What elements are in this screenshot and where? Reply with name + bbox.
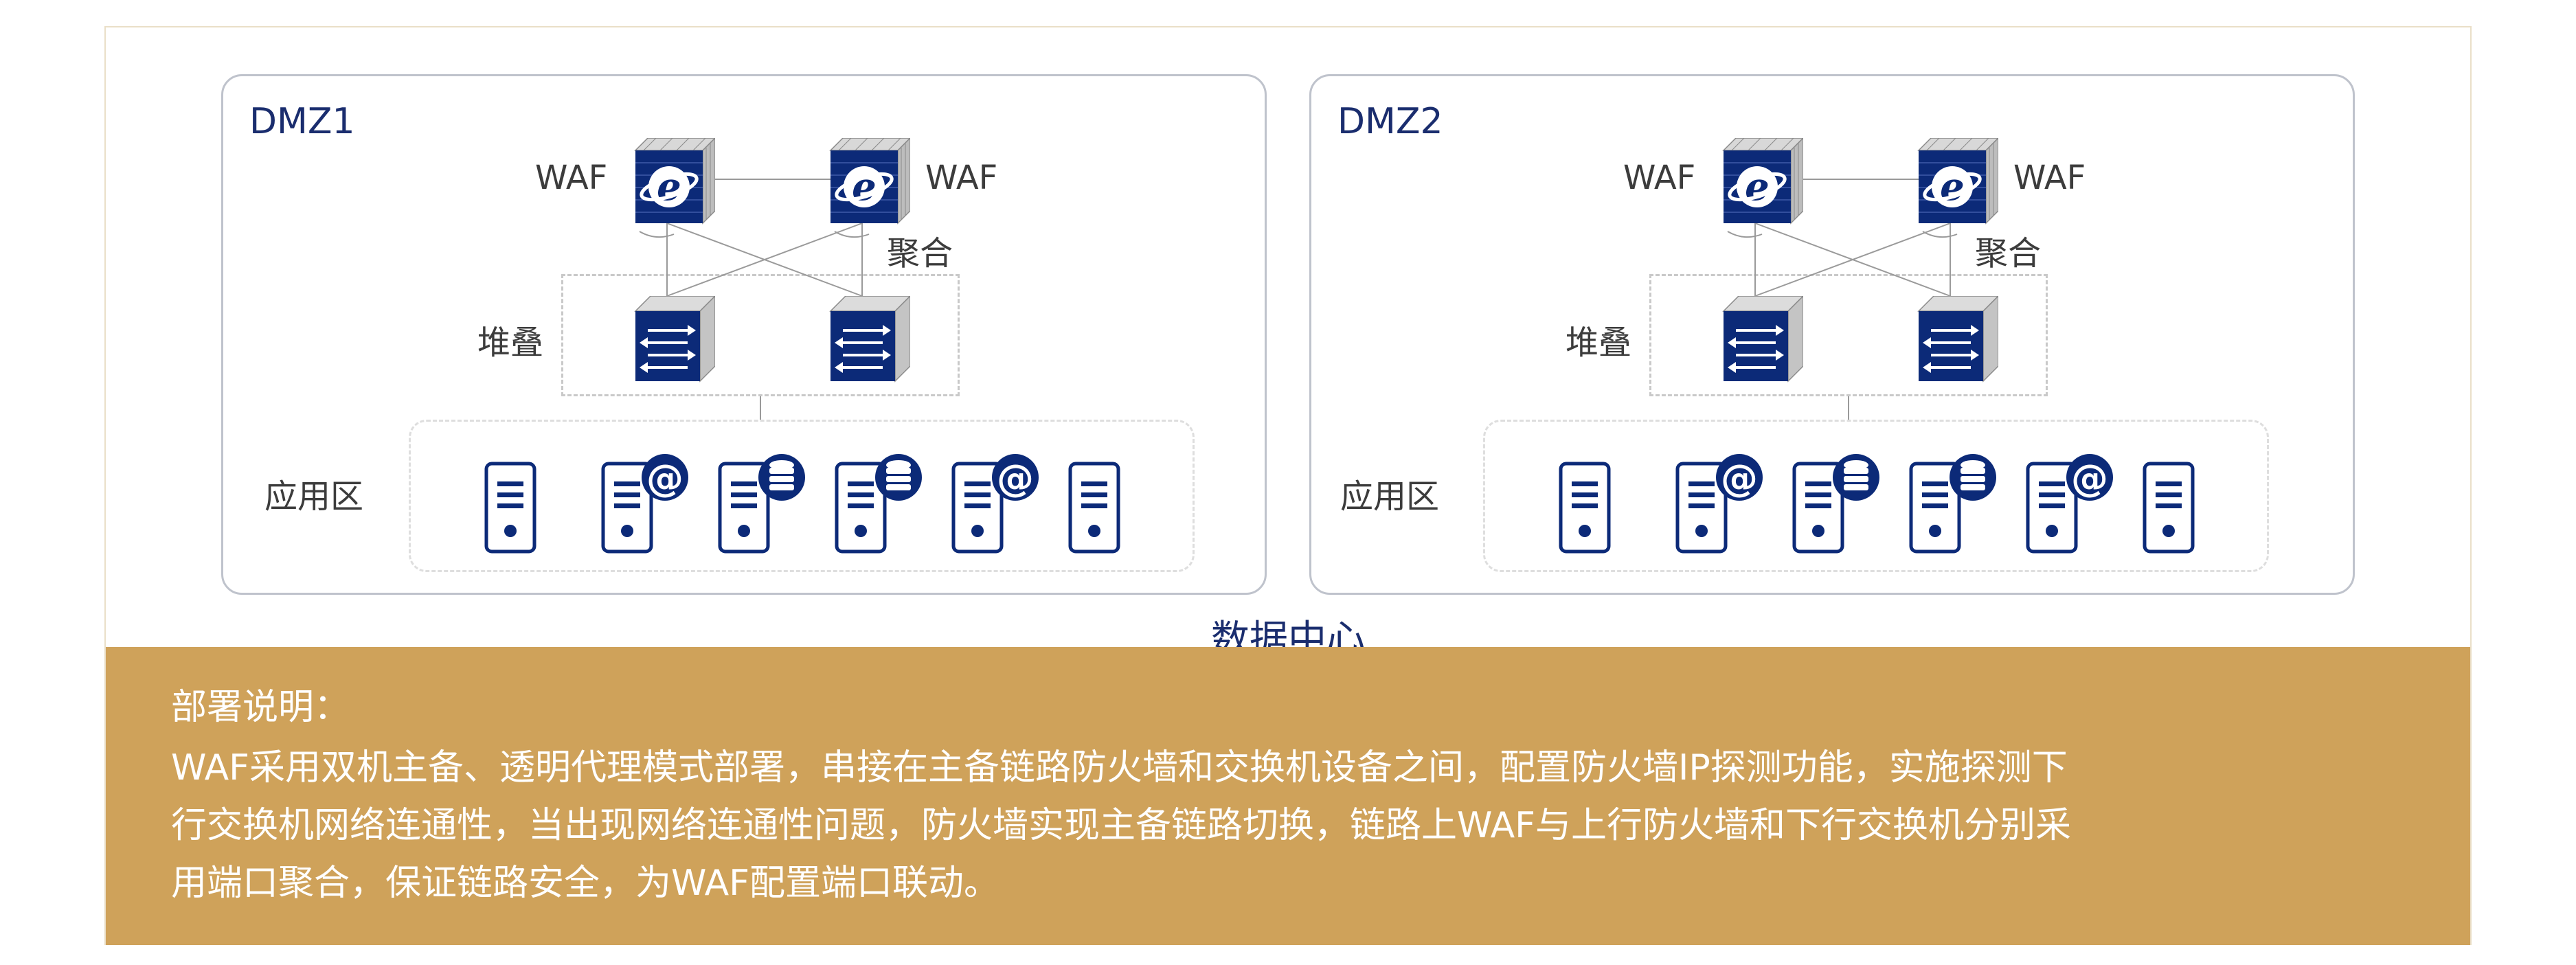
- app-zone-box: [1483, 420, 2269, 572]
- server-icon: [1789, 453, 1885, 558]
- aggregate-arc: [639, 231, 675, 238]
- server-icon: [481, 453, 577, 558]
- waf-firewall-icon: e: [824, 137, 912, 227]
- description-line: 用端口聚合，保证链路安全，为WAF配置端口联动。: [171, 863, 1000, 904]
- waf-left-label: WAF: [535, 159, 608, 197]
- description-title: 部署说明：: [171, 687, 350, 728]
- svg-text:@: @: [997, 457, 1034, 500]
- app-zone-label: 应用区: [1340, 477, 1440, 516]
- diagram-frame: DMZ1 WAF WAF 聚合 堆叠 应用区: [104, 26, 2472, 945]
- switch-icon: [1912, 295, 2000, 385]
- description-body: WAF采用双机主备、透明代理模式部署，串接在主备链路防火墙和交换机设备之间，配置…: [171, 739, 2408, 912]
- link-waf2-sw1: [1754, 223, 1951, 297]
- aggregate-label: 聚合: [887, 234, 953, 273]
- app-zone-box: [409, 420, 1195, 572]
- server-icon: [2139, 453, 2235, 558]
- link-lines: [639, 179, 870, 420]
- description-line: 行交换机网络连通性，当出现网络连通性问题，防火墙实现主备链路切换，链路上WAF与…: [171, 805, 2072, 846]
- waf-firewall-icon: e: [1912, 137, 2000, 227]
- waf-firewall-icon: e: [629, 137, 716, 227]
- stack-label: 堆叠: [1566, 323, 1632, 362]
- svg-text:e: e: [852, 164, 877, 209]
- link-lines: [1727, 179, 1958, 420]
- switch-icon: [629, 295, 716, 385]
- dmz-zone-1: DMZ1 WAF WAF 聚合 堆叠 应用区: [221, 74, 1267, 595]
- switch-icon: [1717, 295, 1805, 385]
- waf-firewall-icon: e: [1717, 137, 1805, 227]
- server-icon: @: [1672, 453, 1768, 558]
- aggregate-arc: [834, 231, 870, 238]
- server-icon: [1065, 453, 1161, 558]
- server-icon: @: [598, 453, 694, 558]
- aggregate-arc: [1727, 231, 1763, 238]
- svg-text:@: @: [646, 457, 683, 500]
- server-icon: [714, 453, 811, 558]
- svg-text:e: e: [1745, 164, 1770, 209]
- app-zone-label: 应用区: [264, 477, 364, 516]
- svg-text:@: @: [1721, 457, 1758, 500]
- server-icon: @: [948, 453, 1044, 558]
- stack-label: 堆叠: [477, 323, 544, 362]
- aggregate-label: 聚合: [1975, 234, 2042, 273]
- server-icon: [1906, 453, 2002, 558]
- waf-right-label: WAF: [2013, 159, 2086, 197]
- svg-text:@: @: [2071, 457, 2108, 500]
- zone-title: DMZ2: [1337, 101, 1443, 142]
- server-icon: @: [2022, 453, 2119, 558]
- switch-stack-box: [561, 274, 960, 396]
- waf-right-label: WAF: [925, 159, 998, 197]
- server-icon: [1555, 453, 1651, 558]
- svg-text:e: e: [1940, 164, 1965, 209]
- waf-left-label: WAF: [1623, 159, 1696, 197]
- description-panel: 部署说明： WAF采用双机主备、透明代理模式部署，串接在主备链路防火墙和交换机设…: [106, 647, 2470, 945]
- switch-icon: [824, 295, 912, 385]
- description-line: WAF采用双机主备、透明代理模式部署，串接在主备链路防火墙和交换机设备之间，配置…: [171, 747, 2068, 788]
- aggregate-arc: [1922, 231, 1958, 238]
- zone-title: DMZ1: [249, 101, 355, 142]
- switch-stack-box: [1649, 274, 2048, 396]
- svg-text:e: e: [657, 164, 681, 209]
- dmz-zone-2: DMZ2 WAF WAF 聚合 堆叠 应用区: [1309, 74, 2355, 595]
- link-waf2-sw1: [666, 223, 863, 297]
- server-icon: [831, 453, 927, 558]
